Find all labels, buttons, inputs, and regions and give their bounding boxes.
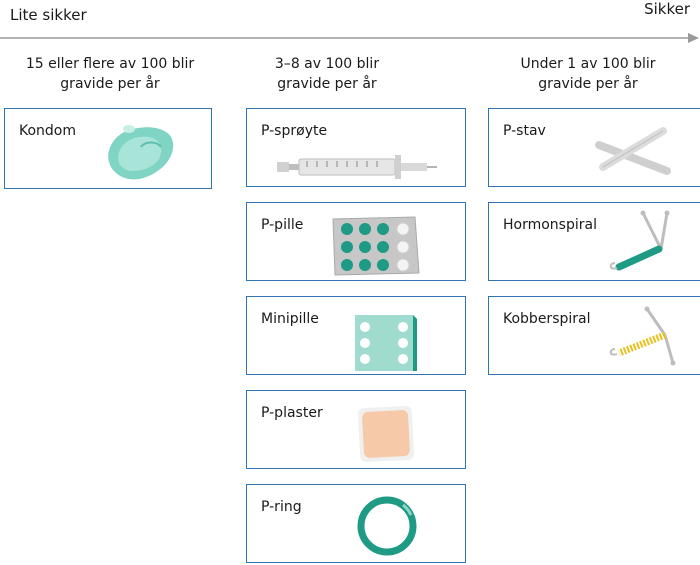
method-label: P-plaster <box>261 405 323 421</box>
method-card-kobberspiral: Kobberspiral <box>488 296 700 375</box>
patch-icon <box>357 405 415 463</box>
method-label: Hormonspiral <box>503 217 597 233</box>
method-card-kondom: Kondom <box>4 108 212 189</box>
method-card-minipille: Minipille <box>246 296 466 375</box>
method-label: P-sprøyte <box>261 123 328 139</box>
method-label: P-stav <box>503 123 546 139</box>
method-card-p-plaster: P-plaster <box>246 390 466 469</box>
column-heading-line: 15 eller flere av 100 blir <box>25 56 195 72</box>
implant-rods-icon <box>595 127 671 175</box>
method-label: Kobberspiral <box>503 311 591 327</box>
method-card-hormonspiral: Hormonspiral <box>488 202 700 281</box>
method-card-p-sproyte: P-sprøyte <box>246 108 466 187</box>
column-heading-line: 3–8 av 100 blir <box>274 56 380 72</box>
method-label: P-pille <box>261 217 304 233</box>
vaginal-ring-icon <box>357 496 417 556</box>
syringe-icon <box>277 155 437 179</box>
condom-icon <box>108 125 174 180</box>
method-card-p-pille: P-pille <box>246 202 466 281</box>
method-label: Kondom <box>19 123 77 139</box>
column-heading-line: gravide per år <box>538 76 638 92</box>
method-card-p-ring: P-ring <box>246 484 466 563</box>
method-label: P-ring <box>261 499 302 515</box>
method-card-p-stav: P-stav <box>488 108 700 187</box>
column-heading-line: Under 1 av 100 blir <box>520 56 656 72</box>
pill-pack-icon <box>332 216 420 276</box>
copper-iud-icon <box>609 306 676 366</box>
column-heading-low: 15 eller flere av 100 blir gravide per å… <box>0 54 220 94</box>
minipill-pack-icon <box>355 315 417 371</box>
column-heading-medium: 3–8 av 100 blir gravide per år <box>217 54 437 94</box>
hormonal-iud-icon <box>609 210 670 271</box>
column-heading-line: gravide per år <box>60 76 160 92</box>
scale-label-low: Lite sikker <box>10 6 87 24</box>
column-heading-line: gravide per år <box>277 76 377 92</box>
scale-label-high: Sikker <box>644 0 690 18</box>
effectiveness-axis-arrow <box>0 33 699 43</box>
column-heading-high: Under 1 av 100 blir gravide per år <box>478 54 698 94</box>
method-label: Minipille <box>261 311 319 327</box>
